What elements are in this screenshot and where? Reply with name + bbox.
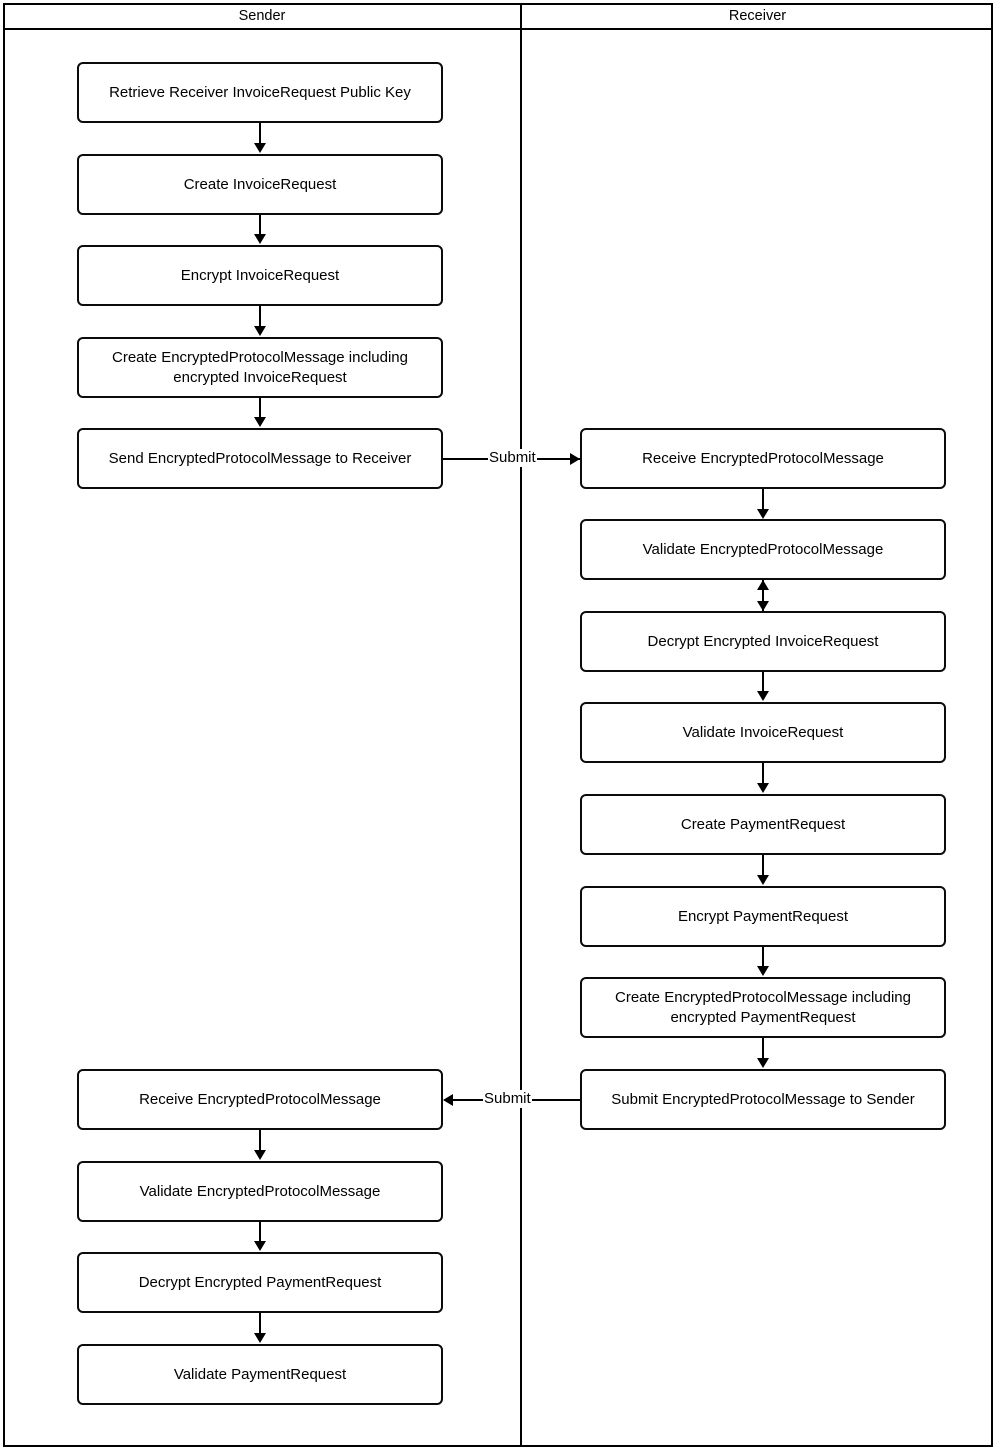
node-receive-encryptedprotocolmessage-receiver[interactable]: Receive EncryptedProtocolMessage xyxy=(580,428,946,489)
swimlane-frame xyxy=(3,3,993,1447)
node-label: Decrypt Encrypted PaymentRequest xyxy=(138,1273,382,1291)
node-create-encryptedprotocolmessage-invoicerequest[interactable]: Create EncryptedProtocolMessage includin… xyxy=(77,337,443,398)
connector-s3-s4 xyxy=(259,306,261,327)
node-encrypt-paymentrequest[interactable]: Encrypt PaymentRequest xyxy=(580,886,946,947)
connector-s8-s9 xyxy=(259,1313,261,1334)
connector-r4-r5 xyxy=(762,763,764,784)
lane-title-sender: Sender xyxy=(238,8,286,24)
node-label: Validate InvoiceRequest xyxy=(682,723,844,741)
node-label: Encrypt PaymentRequest xyxy=(677,907,849,925)
node-label: Submit EncryptedProtocolMessage to Sende… xyxy=(611,1090,915,1108)
arrowhead-s2-s3 xyxy=(254,234,266,244)
arrowhead-s3-s4 xyxy=(254,326,266,336)
node-validate-encryptedprotocolmessage-receiver[interactable]: Validate EncryptedProtocolMessage xyxy=(580,519,946,580)
arrowhead-s1-s2 xyxy=(254,143,266,153)
node-label: Create InvoiceRequest xyxy=(183,175,337,193)
node-label-line-1: Create EncryptedProtocolMessage includin… xyxy=(112,348,408,366)
connector-r3-r4 xyxy=(762,672,764,692)
node-validate-paymentrequest[interactable]: Validate PaymentRequest xyxy=(77,1344,443,1405)
connector-r1-r2 xyxy=(762,489,764,510)
lane-header-divider xyxy=(3,28,993,30)
arrowhead-r3-r4 xyxy=(757,691,769,701)
node-decrypt-encrypted-invoicerequest[interactable]: Decrypt Encrypted InvoiceRequest xyxy=(580,611,946,672)
connector-s7-s8 xyxy=(259,1222,261,1242)
arrowhead-r4-r5 xyxy=(757,783,769,793)
arrowhead-r6-r7 xyxy=(757,966,769,976)
connector-s6-s7 xyxy=(259,1130,261,1151)
node-label-line-1: Create EncryptedProtocolMessage includin… xyxy=(615,988,911,1006)
connector-r5-r6 xyxy=(762,855,764,876)
node-label: Receive EncryptedProtocolMessage xyxy=(642,449,884,467)
node-label: Receive EncryptedProtocolMessage xyxy=(139,1090,381,1108)
node-label: Retrieve Receiver InvoiceRequest Public … xyxy=(109,83,411,101)
node-submit-encryptedprotocolmessage-to-sender[interactable]: Submit EncryptedProtocolMessage to Sende… xyxy=(580,1069,946,1130)
node-label: Validate PaymentRequest xyxy=(173,1365,347,1383)
connector-r2-r3-bidirectional xyxy=(762,580,764,611)
connector-s2-s3 xyxy=(259,215,261,235)
node-label: Send EncryptedProtocolMessage to Receive… xyxy=(108,449,412,467)
node-send-encryptedprotocolmessage-to-receiver[interactable]: Send EncryptedProtocolMessage to Receive… xyxy=(77,428,443,489)
node-label: Encrypt InvoiceRequest xyxy=(180,266,340,284)
edge-label-submit-to-receiver: Submit xyxy=(488,449,537,467)
arrowhead-r2-to-r3 xyxy=(757,601,769,611)
node-validate-invoicerequest[interactable]: Validate InvoiceRequest xyxy=(580,702,946,763)
connector-r7-r8 xyxy=(762,1038,764,1059)
arrowhead-s8-s9 xyxy=(254,1333,266,1343)
node-create-invoicerequest[interactable]: Create InvoiceRequest xyxy=(77,154,443,215)
arrowhead-r7-r8 xyxy=(757,1058,769,1068)
node-label: Create PaymentRequest xyxy=(680,815,846,833)
node-label-line-2: encrypted PaymentRequest xyxy=(670,1008,856,1026)
arrowhead-r3-to-r2 xyxy=(757,580,769,590)
arrowhead-submit-to-receiver xyxy=(570,453,580,465)
arrowhead-submit-to-sender xyxy=(443,1094,453,1106)
arrowhead-r5-r6 xyxy=(757,875,769,885)
connector-s1-s2 xyxy=(259,123,261,144)
connector-r6-r7 xyxy=(762,947,764,967)
node-create-paymentrequest[interactable]: Create PaymentRequest xyxy=(580,794,946,855)
node-label-line-2: encrypted InvoiceRequest xyxy=(173,368,347,386)
arrowhead-s7-s8 xyxy=(254,1241,266,1251)
lane-vertical-divider xyxy=(520,3,522,1447)
node-receive-encryptedprotocolmessage-sender[interactable]: Receive EncryptedProtocolMessage xyxy=(77,1069,443,1130)
node-label: Validate EncryptedProtocolMessage xyxy=(642,540,884,558)
arrowhead-s4-s5 xyxy=(254,417,266,427)
node-label: Validate EncryptedProtocolMessage xyxy=(139,1182,381,1200)
connector-s4-s5 xyxy=(259,398,261,418)
arrowhead-r1-r2 xyxy=(757,509,769,519)
edge-label-submit-to-sender: Submit xyxy=(483,1090,532,1108)
arrowhead-s6-s7 xyxy=(254,1150,266,1160)
lane-title-receiver: Receiver xyxy=(728,8,787,24)
node-create-encryptedprotocolmessage-paymentrequest[interactable]: Create EncryptedProtocolMessage includin… xyxy=(580,977,946,1038)
node-validate-encryptedprotocolmessage-sender[interactable]: Validate EncryptedProtocolMessage xyxy=(77,1161,443,1222)
node-retrieve-receiver-invoicerequest-public-key[interactable]: Retrieve Receiver InvoiceRequest Public … xyxy=(77,62,443,123)
node-encrypt-invoicerequest[interactable]: Encrypt InvoiceRequest xyxy=(77,245,443,306)
node-label: Decrypt Encrypted InvoiceRequest xyxy=(647,632,879,650)
node-decrypt-encrypted-paymentrequest[interactable]: Decrypt Encrypted PaymentRequest xyxy=(77,1252,443,1313)
